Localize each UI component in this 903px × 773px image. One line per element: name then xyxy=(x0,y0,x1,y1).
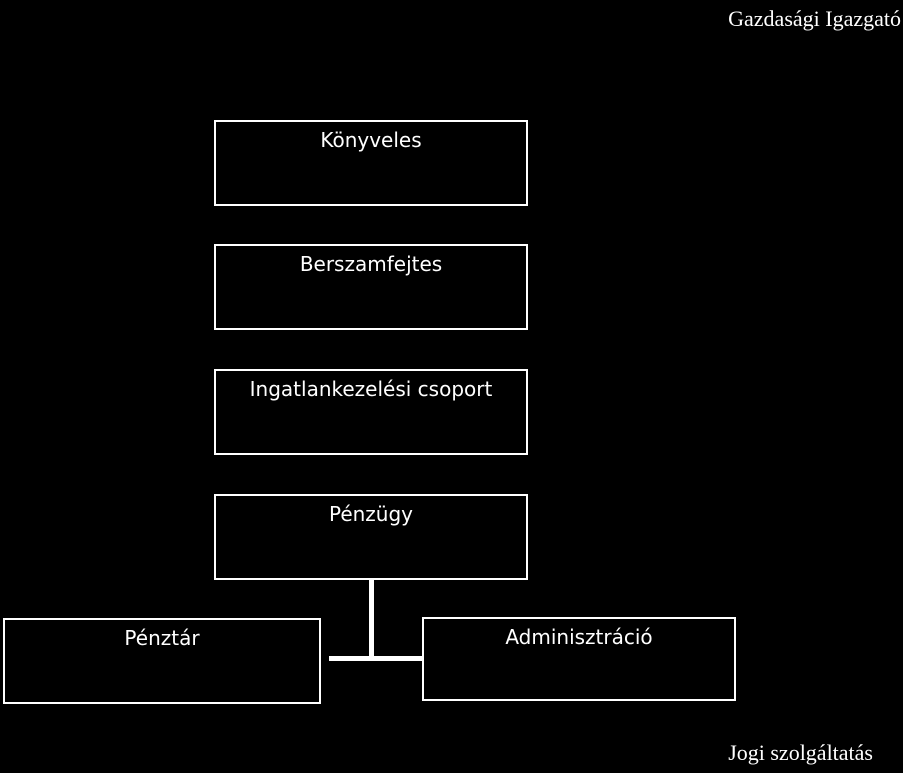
unit-label: Pénztár xyxy=(124,626,200,650)
unit-box-berszamfejtes: Berszamfejtes xyxy=(214,244,528,330)
unit-label: Könyveles xyxy=(320,128,422,152)
unit-label: Pénzügy xyxy=(328,502,414,526)
unit-label: Berszamfejtes xyxy=(299,252,443,276)
unit-box-penzugy: Pénzügy xyxy=(214,494,528,580)
diagram-title: Gazdasági Igazgató xyxy=(728,6,901,31)
unit-box-penztar: Pénztár xyxy=(3,618,321,704)
unit-box-konyveles: Könyveles xyxy=(214,120,528,206)
unit-box-adminisztracio: Adminisztráció xyxy=(422,617,736,701)
unit-box-ingatlankezeles: Ingatlankezelési csoport xyxy=(214,369,528,455)
footer-label: Jogi szolgáltatás xyxy=(728,740,873,765)
unit-label: Adminisztráció xyxy=(505,625,653,649)
connector-line-horizontal xyxy=(329,656,423,661)
unit-label: Ingatlankezelési csoport xyxy=(249,377,493,401)
connector-line-vertical xyxy=(369,580,374,660)
